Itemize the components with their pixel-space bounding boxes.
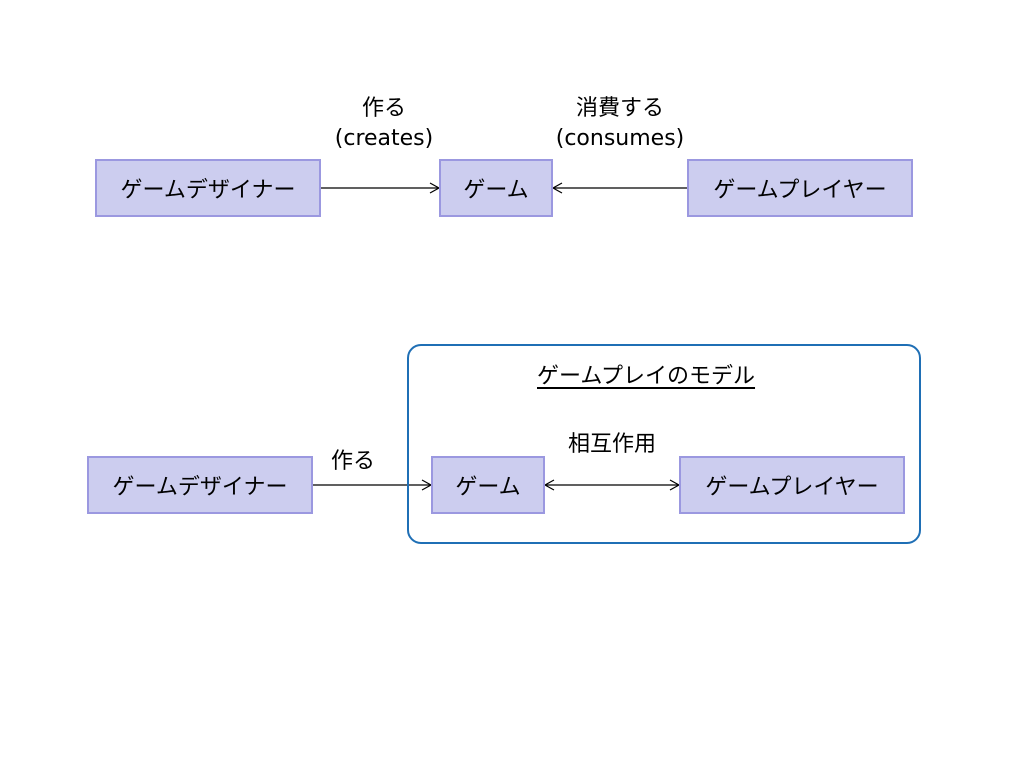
gameplay-model-title: ゲームプレイのモデル bbox=[537, 364, 756, 389]
top-consumes-label-en: (consumes) bbox=[555, 126, 685, 151]
top-creates-label-ja: 作る bbox=[361, 96, 406, 121]
top-designer-label: ゲームデザイナー bbox=[120, 178, 296, 203]
top-player-node: ゲームプレイヤー bbox=[687, 159, 913, 217]
bottom-player-label: ゲームプレイヤー bbox=[705, 475, 879, 500]
top-consumes-arrowhead bbox=[551, 182, 563, 194]
top-game-label: ゲーム bbox=[463, 178, 529, 203]
bottom-designer-label: ゲームデザイナー bbox=[112, 475, 288, 500]
bottom-interaction-arrowhead-left bbox=[543, 479, 555, 491]
bottom-interaction-label: 相互作用 bbox=[567, 432, 656, 457]
top-game-node: ゲーム bbox=[439, 159, 553, 217]
bottom-game-node: ゲーム bbox=[431, 456, 545, 514]
bottom-designer-node: ゲームデザイナー bbox=[87, 456, 313, 514]
top-creates-label: 作る (creates) bbox=[324, 94, 444, 154]
top-consumes-label-ja: 消費する bbox=[575, 96, 664, 121]
top-creates-label-en: (creates) bbox=[334, 126, 434, 151]
bottom-creates-label: 作る bbox=[330, 449, 375, 474]
bottom-game-label: ゲーム bbox=[455, 475, 521, 500]
top-designer-node: ゲームデザイナー bbox=[95, 159, 321, 217]
bottom-player-node: ゲームプレイヤー bbox=[679, 456, 905, 514]
gameplay-model-group bbox=[407, 344, 921, 544]
top-consumes-label: 消費する (consumes) bbox=[550, 94, 690, 154]
top-player-label: ゲームプレイヤー bbox=[713, 178, 887, 203]
